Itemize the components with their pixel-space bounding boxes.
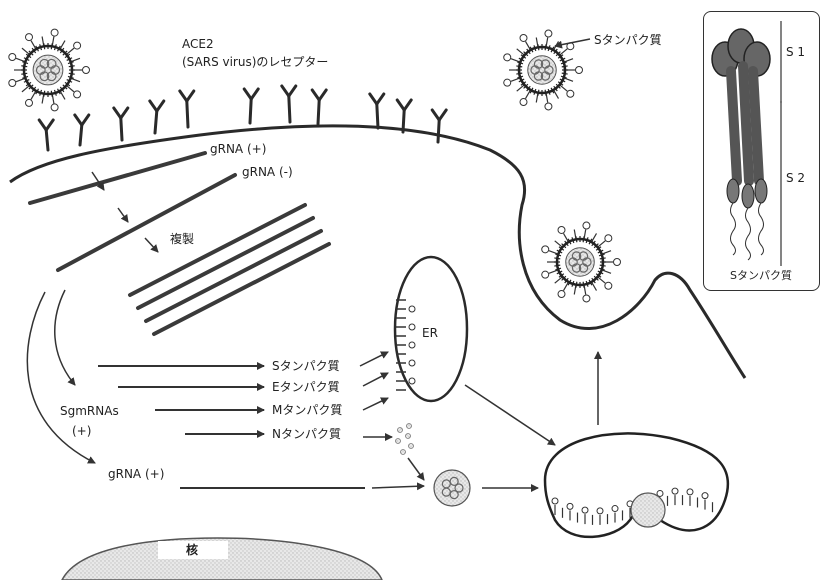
er-to-budding-arrow bbox=[465, 385, 555, 445]
ace2-receptor bbox=[282, 86, 296, 122]
ace2-receptor bbox=[370, 94, 384, 128]
ace2-subtitle: (SARS virus)のレセプター bbox=[182, 56, 328, 68]
virus-released bbox=[542, 222, 621, 302]
sgmrnas-sign-label: (+) bbox=[72, 425, 91, 437]
minus-strand-arrow bbox=[118, 208, 128, 222]
ace2-receptor bbox=[39, 120, 53, 150]
grna-bottom-label: gRNA (+) bbox=[108, 468, 164, 480]
ace2-receptor bbox=[397, 100, 411, 132]
ace2-receptor bbox=[75, 115, 89, 145]
n-protein-pool bbox=[396, 424, 414, 455]
e-protein-label: Eタンパク質 bbox=[272, 381, 340, 393]
replication-label: 複製 bbox=[170, 233, 194, 245]
er-membrane-proteins bbox=[396, 300, 415, 390]
s-protein-label: Sタンパク質 bbox=[272, 360, 340, 372]
process-arrows bbox=[27, 172, 158, 463]
grna-to-nucleocapsid-arrow bbox=[372, 486, 424, 488]
replicated-strand bbox=[154, 244, 329, 334]
ace2-receptor bbox=[114, 108, 128, 140]
virus-attaching bbox=[9, 29, 90, 111]
sgmrnas-label: SgmRNAs bbox=[60, 405, 119, 417]
ace2-receptor bbox=[244, 89, 258, 123]
virus-extracellular bbox=[504, 30, 583, 110]
s-to-er-arrow bbox=[360, 352, 388, 366]
protein-arrows bbox=[360, 352, 598, 488]
spike-pointer-label: Sタンパク質 bbox=[594, 34, 662, 46]
e-to-er-arrow bbox=[363, 373, 388, 386]
virus-particles bbox=[9, 29, 621, 302]
s1-label: S 1 bbox=[786, 46, 805, 58]
s2-label: S 2 bbox=[786, 172, 805, 184]
m-protein-label: Mタンパク質 bbox=[272, 404, 342, 416]
er-label: ER bbox=[422, 327, 438, 339]
spike-protein-inset: S 1 S 2 Sタンパク質 bbox=[703, 11, 820, 291]
replicated-strand bbox=[138, 218, 313, 308]
m-to-er-arrow bbox=[363, 398, 388, 410]
inset-caption: Sタンパク質 bbox=[730, 270, 792, 281]
nucleocapsid bbox=[434, 470, 470, 506]
replication-arrow bbox=[145, 238, 158, 252]
ace2-receptor bbox=[180, 91, 194, 127]
ace2-receptor bbox=[312, 90, 326, 124]
ace2-label: ACE2 bbox=[182, 38, 214, 50]
budding-vesicle bbox=[545, 433, 728, 536]
ace2-receptors bbox=[39, 86, 446, 150]
to-sgmrnas-arrow bbox=[55, 290, 75, 385]
n-protein-label: Nタンパク質 bbox=[272, 428, 341, 440]
grna-plus-label: gRNA (+) bbox=[210, 143, 266, 155]
n-pool-to-nucleocapsid-arrow bbox=[408, 458, 424, 480]
nucleus-label: 核 bbox=[186, 544, 198, 556]
ace2-receptor bbox=[150, 101, 164, 133]
grna-minus-label: gRNA (-) bbox=[242, 166, 293, 178]
cell-membrane bbox=[10, 126, 745, 378]
